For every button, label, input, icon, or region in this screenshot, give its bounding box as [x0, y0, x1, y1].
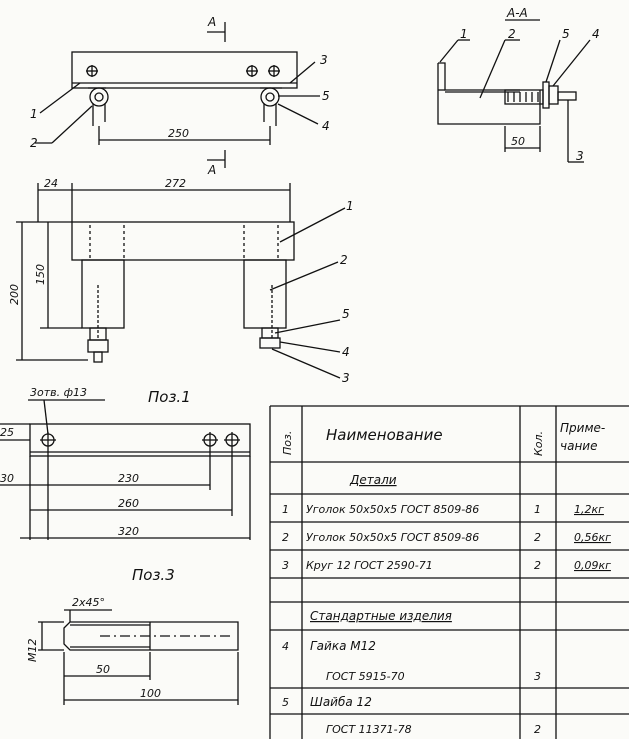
dim-200: 200 — [8, 284, 21, 305]
pos1-dim-230: 230 — [118, 472, 139, 485]
table-section-standard: Стандартные изделия — [310, 609, 452, 623]
callout-4: 4 — [322, 119, 330, 133]
row2-name: Уголок 50х50х5 ГОСТ 8509-86 — [306, 531, 479, 544]
pos1-dim-25: 25 — [0, 426, 14, 439]
aa-callout-4: 4 — [592, 27, 600, 41]
callout-2: 2 — [30, 136, 38, 150]
pos1-dim-320: 320 — [118, 525, 139, 538]
callout-5: 5 — [322, 89, 330, 103]
pos3-dim-100: 100 — [140, 687, 161, 700]
pos3-dim-50: 50 — [96, 663, 110, 676]
std1-std: ГОСТ 5915-70 — [326, 670, 405, 683]
section-aa — [437, 19, 591, 163]
row1-pos: 1 — [282, 503, 289, 516]
std2-std: ГОСТ 11371-78 — [326, 723, 412, 736]
row3-pos: 3 — [282, 559, 289, 572]
fv-callout-1: 1 — [346, 199, 354, 213]
row3-name: Круг 12 ГОСТ 2590-71 — [306, 559, 433, 572]
row1-qty: 1 — [534, 503, 541, 516]
aa-callout-3: 3 — [576, 149, 584, 163]
callout-1: 1 — [30, 107, 38, 121]
std1-name: Гайка М12 — [310, 639, 376, 653]
callout-3: 3 — [320, 53, 328, 67]
table-header-pos: Поз. — [281, 431, 294, 455]
table-section-details: Детали — [349, 473, 397, 487]
washer-icon — [89, 87, 109, 107]
std1-qty: 3 — [534, 670, 541, 683]
pos1-dim-260: 260 — [118, 497, 139, 510]
pos1-view — [0, 399, 251, 540]
washer-icon — [260, 87, 280, 107]
table-header-note-1: Приме- — [560, 421, 605, 435]
dim-272: 272 — [165, 177, 186, 190]
pos3-view — [38, 609, 239, 705]
row1-note: 1,2кг — [574, 503, 604, 516]
std2-name: Шайба 12 — [310, 695, 372, 709]
aa-dim-50: 50 — [511, 135, 525, 148]
aa-callout-5: 5 — [562, 27, 570, 41]
pos1-dim-30: 30 — [0, 472, 14, 485]
fv-callout-4: 4 — [342, 345, 350, 359]
spec-table-grid — [269, 405, 629, 739]
table-header-qty: Кол. — [532, 431, 545, 456]
dim-250: 250 — [168, 127, 189, 140]
pos3-chamfer: 2х45° — [72, 596, 105, 609]
std2-pos: 5 — [282, 696, 289, 709]
front-view — [16, 183, 346, 379]
row2-note: 0,56кг — [574, 531, 611, 544]
pos1-holes-label: 3отв. ф13 — [30, 386, 87, 399]
aa-callout-2: 2 — [508, 27, 516, 41]
table-header-note-2: чание — [560, 439, 597, 453]
fv-callout-2: 2 — [340, 253, 348, 267]
table-header-name: Наименование — [326, 426, 443, 444]
top-view — [35, 22, 320, 168]
section-aa-title: А-А — [506, 6, 528, 20]
fv-callout-5: 5 — [342, 307, 350, 321]
row3-note: 0,09кг — [574, 559, 611, 572]
fv-callout-3: 3 — [342, 371, 350, 385]
pos3-title: Поз.3 — [132, 566, 175, 584]
dim-24: 24 — [44, 177, 58, 190]
dim-150: 150 — [34, 264, 47, 285]
section-mark-bottom: А — [207, 163, 216, 177]
pos3-thread: M12 — [26, 639, 39, 663]
std2-qty: 2 — [534, 723, 541, 736]
row2-qty: 2 — [534, 531, 541, 544]
row3-qty: 2 — [534, 559, 541, 572]
row2-pos: 2 — [282, 531, 289, 544]
row1-name: Уголок 50х50х5 ГОСТ 8509-86 — [306, 503, 479, 516]
std1-pos: 4 — [282, 640, 289, 653]
pos1-title: Поз.1 — [148, 388, 191, 406]
section-mark-top: А — [207, 15, 216, 29]
aa-callout-1: 1 — [460, 27, 468, 41]
plate-outline — [71, 51, 298, 89]
